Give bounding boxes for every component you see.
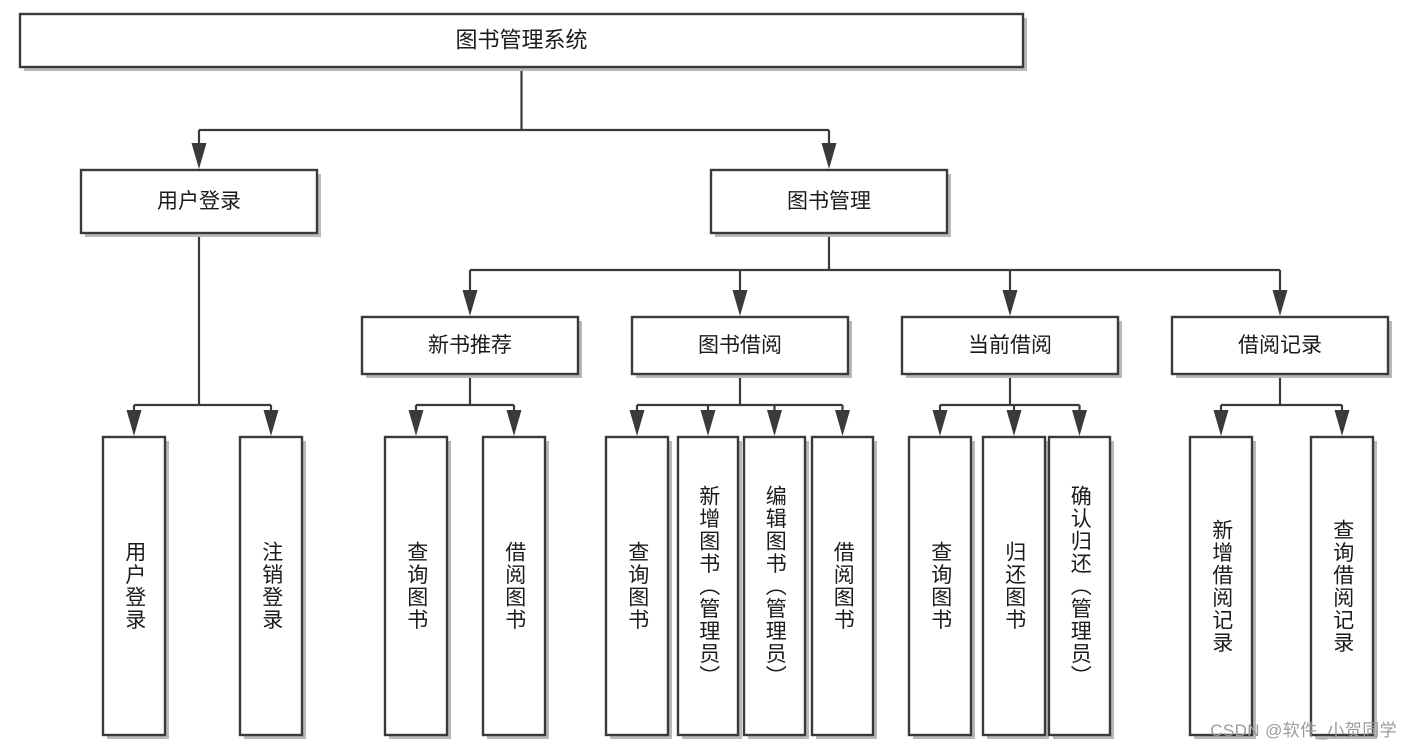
node-user-login[interactable]: 用户登录 bbox=[79, 168, 321, 237]
connector-group bbox=[932, 374, 1087, 436]
node-leaf-edit-book[interactable] bbox=[742, 435, 809, 739]
node-box bbox=[981, 435, 1047, 737]
node-leaf-query-book-borrow[interactable] bbox=[604, 435, 672, 739]
node-box bbox=[360, 315, 580, 376]
connector-group bbox=[408, 374, 522, 436]
node-leaf-confirm-return[interactable] bbox=[1047, 435, 1114, 739]
node-box bbox=[101, 435, 167, 737]
node-leaf-user-login[interactable] bbox=[101, 435, 169, 739]
node-label: 新书推荐 bbox=[428, 334, 512, 357]
node-box bbox=[18, 12, 1025, 69]
node-label: 借阅记录 bbox=[1238, 334, 1322, 357]
node-box bbox=[1047, 435, 1112, 737]
node-new-book-rec[interactable]: 新书推荐 bbox=[360, 315, 582, 378]
node-box bbox=[383, 435, 449, 737]
node-box bbox=[676, 435, 740, 737]
node-box bbox=[238, 435, 304, 737]
node-leaf-query-book-rec[interactable] bbox=[383, 435, 451, 739]
node-leaf-add-record[interactable] bbox=[1188, 435, 1256, 739]
node-leaf-query-book-current[interactable] bbox=[907, 435, 975, 739]
node-book-borrow[interactable]: 图书借阅 bbox=[630, 315, 852, 378]
node-label: 图书借阅 bbox=[698, 334, 782, 357]
node-leaf-add-book[interactable] bbox=[676, 435, 742, 739]
node-box bbox=[630, 315, 850, 376]
node-leaf-borrow-book-rec[interactable] bbox=[481, 435, 549, 739]
node-box bbox=[604, 435, 670, 737]
node-label: 当前借阅 bbox=[968, 334, 1052, 357]
node-box bbox=[810, 435, 875, 737]
node-box bbox=[1309, 435, 1375, 737]
node-root[interactable]: 图书管理系统 bbox=[18, 12, 1027, 71]
node-label: 图书管理 bbox=[787, 190, 871, 213]
watermark: CSDN @软件_小贺同学 bbox=[1210, 721, 1397, 740]
node-box bbox=[907, 435, 973, 737]
node-label: 图书管理系统 bbox=[455, 27, 587, 52]
node-label: 用户登录 bbox=[157, 190, 241, 213]
node-box bbox=[79, 168, 319, 235]
node-leaf-return-book[interactable] bbox=[981, 435, 1049, 739]
node-box bbox=[900, 315, 1120, 376]
connector-group bbox=[1213, 374, 1350, 436]
node-box bbox=[1188, 435, 1254, 737]
node-box bbox=[481, 435, 547, 737]
node-leaf-query-record[interactable] bbox=[1309, 435, 1377, 739]
node-leaf-user-logout[interactable] bbox=[238, 435, 306, 739]
node-current-borrow[interactable]: 当前借阅 bbox=[900, 315, 1122, 378]
connector-layer bbox=[126, 67, 1350, 436]
node-box bbox=[709, 168, 949, 235]
connector-group bbox=[126, 233, 279, 436]
connector-group bbox=[191, 67, 837, 169]
node-box bbox=[1170, 315, 1390, 376]
node-leaf-borrow-book[interactable] bbox=[810, 435, 877, 739]
node-book-manage[interactable]: 图书管理 bbox=[709, 168, 951, 237]
node-borrow-records[interactable]: 借阅记录 bbox=[1170, 315, 1392, 378]
connector-group bbox=[462, 233, 1288, 316]
node-box bbox=[742, 435, 807, 737]
connector-group bbox=[629, 374, 850, 436]
